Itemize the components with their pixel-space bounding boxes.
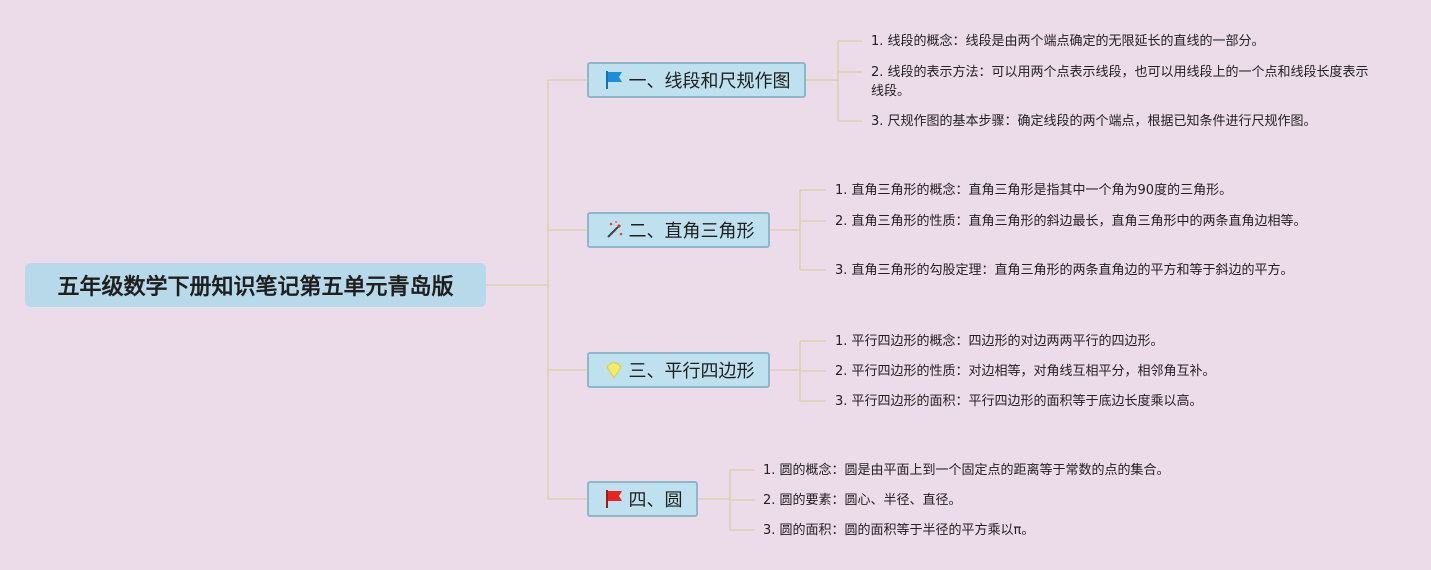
branch-1-title: 一、线段和尺规作图 [628,71,791,92]
branch-1[interactable]: 一、线段和尺规作图 [587,62,806,98]
branch-3-item-3[interactable]: 3. 平行四边形的面积：平行四边形的面积等于底边长度乘以高。 [835,394,1203,409]
branch-4-item-3[interactable]: 3. 圆的面积：圆的面积等于半径的平方乘以π。 [763,523,1035,538]
branch-4-item-2[interactable]: 2. 圆的要素：圆心、半径、直径。 [763,493,962,508]
branch-3[interactable]: 三、平行四边形 [587,352,770,388]
branch-2-title: 二、直角三角形 [628,221,755,242]
branch-2-item-2[interactable]: 2. 直角三角形的性质：直角三角形的斜边最长，直角三角形中的两条直角边相等。 [835,214,1307,229]
magic-wand-icon [603,219,625,241]
branch-3-title: 三、平行四边形 [628,361,755,382]
branch-1-item-3[interactable]: 3. 尺规作图的基本步骤：确定线段的两个端点，根据已知条件进行尺规作图。 [871,114,1317,129]
branch-3-item-1[interactable]: 1. 平行四边形的概念：四边形的对边两两平行的四边形。 [835,334,1164,349]
branch-2-item-3[interactable]: 3. 直角三角形的勾股定理：直角三角形的两条直角边的平方和等于斜边的平方。 [835,263,1294,278]
root-topic-title: 五年级数学下册知识笔记第五单元青岛版 [57,275,454,300]
branch-2-item-1[interactable]: 1. 直角三角形的概念：直角三角形是指其中一个角为90度的三角形。 [835,183,1233,198]
branch-2[interactable]: 二、直角三角形 [587,212,770,248]
blue-flag-icon [603,69,625,91]
root-topic[interactable]: 五年级数学下册知识笔记第五单元青岛版 [25,263,486,307]
branch-4-title: 四、圆 [628,490,683,511]
branch-4-item-1[interactable]: 1. 圆的概念：圆是由平面上到一个固定点的距离等于常数的点的集合。 [763,463,1170,478]
branch-1-item-1[interactable]: 1. 线段的概念：线段是由两个端点确定的无限延长的直线的一部分。 [871,34,1265,49]
branch-4[interactable]: 四、圆 [587,481,698,517]
red-flag-icon [603,488,625,510]
branch-1-item-2[interactable]: 2. 线段的表示方法：可以用两个点表示线段，也可以用线段上的一个点和线段长度表示… [871,65,1369,99]
gem-icon [603,359,625,381]
branch-3-item-2[interactable]: 2. 平行四边形的性质：对边相等，对角线互相平分，相邻角互补。 [835,364,1216,379]
